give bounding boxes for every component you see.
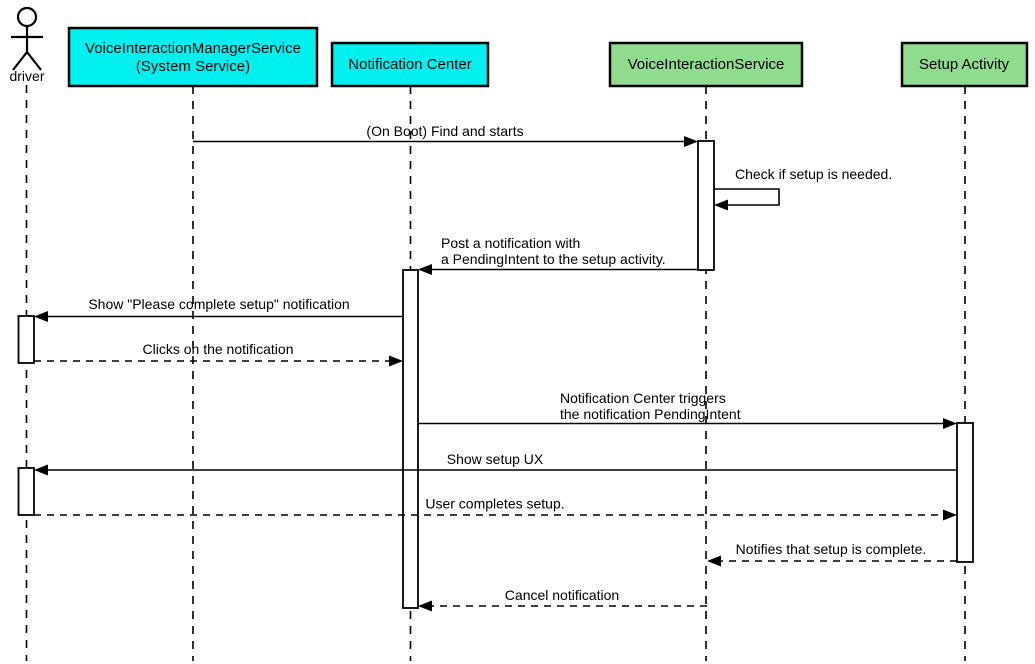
person-icon-leg-left [12,51,28,71]
participant-voice-interaction-manager-service: VoiceInteractionManagerService (System S… [67,26,319,88]
message-cancel-notification: Cancel notification [418,587,707,612]
participant-label: VoiceInteractionService [628,56,785,73]
arrowhead-left-icon [418,264,432,275]
arrowhead-right-icon [389,355,403,367]
person-icon-head [16,6,38,28]
participant-label: Setup Activity [919,56,1010,73]
participant-setup-activity: Setup Activity [900,41,1029,88]
participant-label-line1: VoiceInteractionManagerService [85,40,301,57]
participant-voice-interaction-service: VoiceInteractionService [608,41,804,88]
message-check-if-setup-is-needed: Check if setup is needed. [714,166,892,211]
activation-notification-center [402,269,419,609]
arrowhead-left-icon [34,464,48,476]
message-label-line2: a PendingIntent to the setup activity. [441,251,666,267]
message-user-completes-setup: User completes setup. [34,496,957,521]
person-icon [11,6,43,71]
message-label: User completes setup. [425,496,564,512]
message-label: Notifies that setup is complete. [736,541,927,557]
message-post-notification-with-pendingintent: Post a notification with a PendingIntent… [418,235,698,275]
arrowhead-right-icon [943,418,957,429]
message-label: Clicks on the notification [143,341,294,357]
message-label: Cancel notification [505,587,619,603]
message-notifies-setup-complete: Notifies that setup is complete. [707,541,957,567]
participant-label: Notification Center [348,56,471,73]
message-on-boot-find-and-starts: (On Boot) Find and starts [193,123,698,147]
actor-label: driver [9,68,44,84]
message-label: Show setup UX [447,451,544,467]
activation-voice-interaction-service [697,140,715,271]
actor-driver: driver [9,6,45,84]
message-label: (On Boot) Find and starts [366,123,523,139]
arrowhead-left-icon [714,199,728,211]
activation-driver-2 [17,467,35,516]
participant-box [330,41,490,88]
message-label-line2: the notification PendingIntent [560,406,741,422]
self-message-line [714,188,780,206]
participant-box [900,41,1029,88]
activation-driver-1 [17,315,35,364]
arrowhead-left-icon [707,555,721,567]
message-clicks-on-the-notification: Clicks on the notification [34,341,403,367]
participant-box [67,26,319,88]
message-show-setup-ux: Show setup UX [34,451,957,476]
arrowhead-left-icon [418,600,432,612]
message-show-please-complete-setup-notification: Show "Please complete setup" notificatio… [34,296,403,322]
activation-setup-activity [956,422,974,563]
arrowhead-right-icon [943,509,957,521]
message-label-line1: Post a notification with [441,235,580,251]
message-label: Show "Please complete setup" notificatio… [88,296,349,312]
message-label-line1: Notification Center triggers [560,390,726,406]
participant-box [608,41,804,88]
participant-label-line2: (System Service) [136,58,250,75]
participant-notification-center: Notification Center [330,41,490,88]
message-notification-center-triggers-pendingintent: Notification Center triggers the notific… [418,390,957,429]
message-label: Check if setup is needed. [735,166,892,182]
person-icon-leg-right [26,51,42,71]
arrowhead-right-icon [684,136,698,147]
arrowhead-left-icon [34,311,48,322]
